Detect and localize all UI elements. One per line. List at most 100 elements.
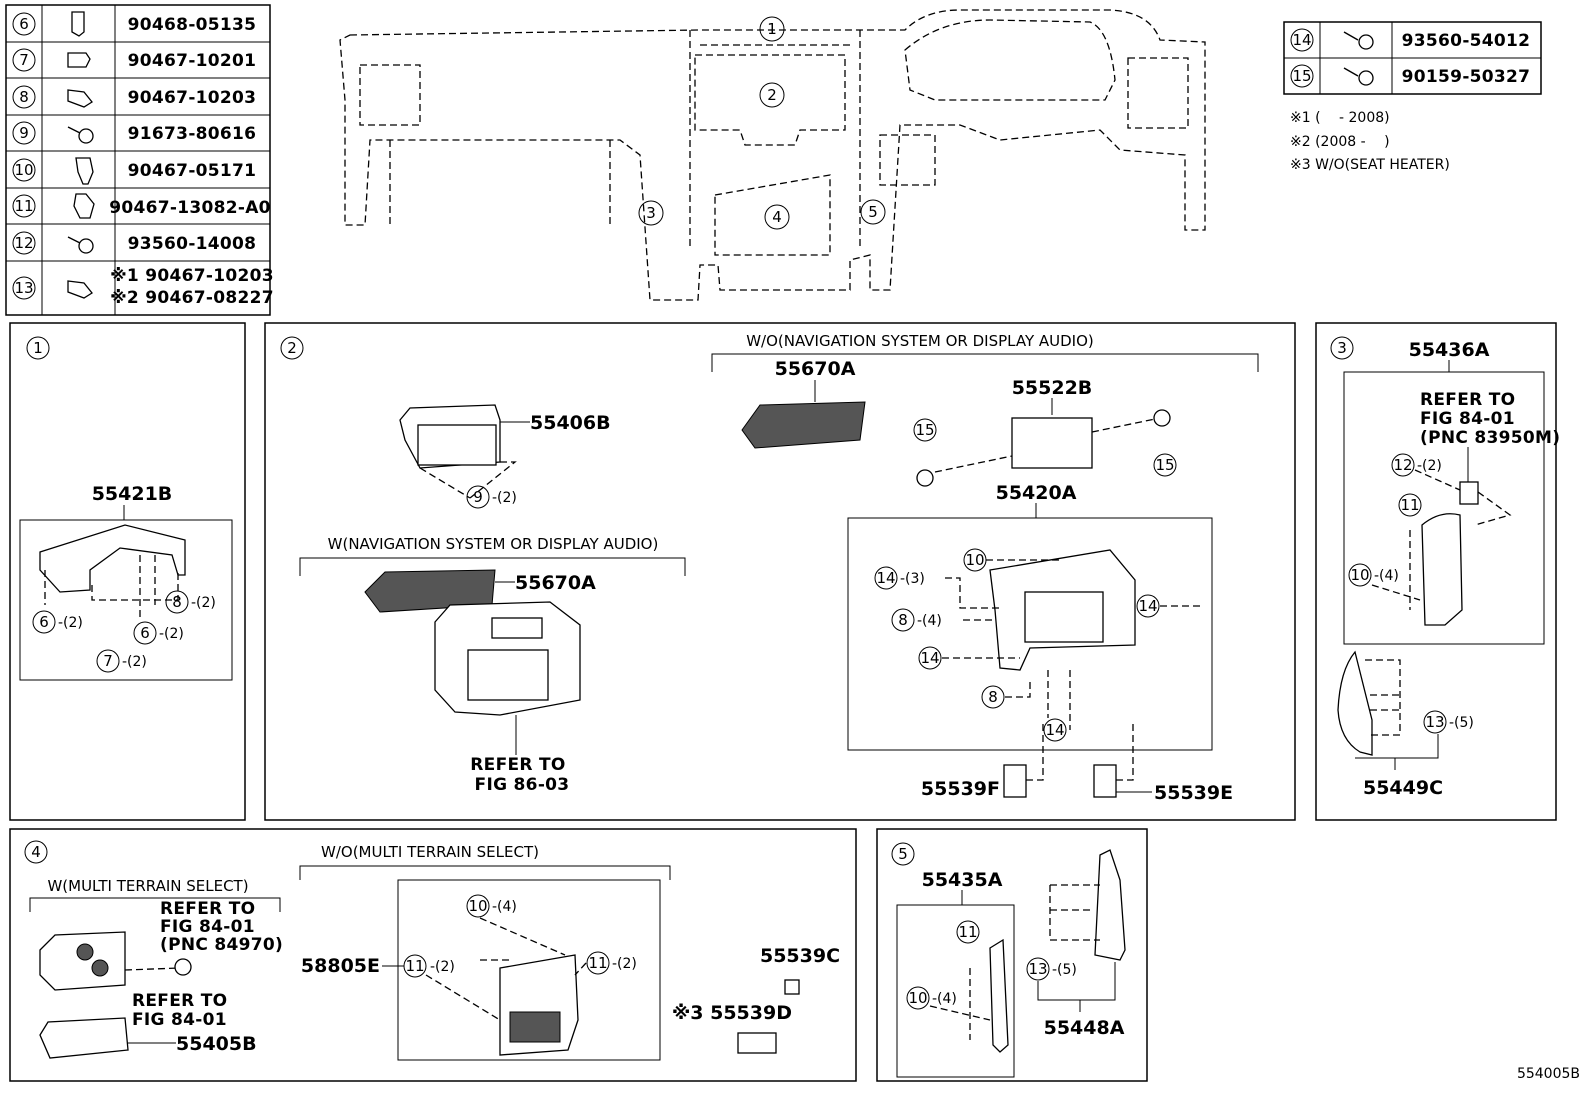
ref-number: 14	[1292, 31, 1311, 49]
svg-text:6: 6	[140, 624, 150, 642]
svg-text:14: 14	[1045, 721, 1064, 739]
center-console-part	[499, 954, 579, 1056]
table-row: 12 93560-14008	[12, 231, 256, 255]
svg-text:-(5): -(5)	[1449, 715, 1474, 731]
fastener-table-left: 6 90468-05135 7 90467-10201 8 90467-1020…	[5, 4, 274, 316]
switch-part	[784, 979, 800, 995]
overview-ref: 5	[868, 203, 878, 221]
part-label: ※3 55539D	[672, 1002, 792, 1024]
refer-note: REFER TO	[132, 991, 227, 1011]
part-label: 55539C	[760, 945, 840, 967]
part-number: 90467-10201	[128, 51, 257, 71]
clip-icon	[67, 280, 93, 299]
part-label: 55420A	[996, 482, 1077, 504]
ref-number: 12	[14, 234, 33, 252]
svg-text:-(4): -(4)	[932, 991, 957, 1007]
clip-icon	[73, 193, 95, 219]
dashboard-overview	[339, 9, 1206, 301]
display-part	[1011, 417, 1093, 469]
part-label: 55448A	[1044, 1017, 1125, 1039]
part-label: 55539F	[921, 778, 1000, 800]
svg-text:-(2): -(2)	[122, 654, 147, 670]
center-cluster-part	[989, 549, 1136, 671]
overview-ref: 2	[767, 86, 777, 104]
table-row: 6 90468-05135	[12, 11, 257, 37]
part-number: ※2 90467-08227	[110, 288, 274, 308]
svg-text:8: 8	[988, 688, 998, 706]
svg-text:9: 9	[473, 488, 483, 506]
ref-number: 11	[14, 197, 33, 215]
part-label: 55670A	[775, 358, 856, 380]
panel-ref: 4	[31, 843, 41, 861]
clip-icon	[71, 11, 85, 37]
refer-note: FIG 84-01	[132, 1010, 227, 1030]
switch-part	[1093, 764, 1117, 798]
svg-text:6: 6	[39, 613, 49, 631]
part-label: 55405B	[176, 1033, 257, 1055]
refer-note: FIG 86-03	[475, 775, 570, 795]
panel-5: 5 55435A 11 10-(4) 13-(5) 55448A	[876, 828, 1148, 1082]
panel-1: 1 55421B 6-(2) 8-(2) 6-(2) 7-(2)	[9, 322, 246, 821]
ref-number: 7	[19, 51, 29, 69]
svg-text:12: 12	[1393, 456, 1412, 474]
svg-text:-(2): -(2)	[430, 959, 455, 975]
svg-text:11: 11	[588, 954, 607, 972]
svg-text:15: 15	[915, 421, 934, 439]
part-number: 90467-10203	[128, 88, 257, 108]
bezel-part	[39, 524, 186, 593]
svg-text:-(4): -(4)	[492, 899, 517, 915]
note-2: ※2 (2008 - )	[1290, 134, 1390, 150]
ref-number: 13	[14, 279, 33, 297]
svg-text:14: 14	[876, 569, 895, 587]
clip-icon	[67, 89, 93, 108]
part-label: 55522B	[1012, 377, 1093, 399]
section-caption: W(MULTI TERRAIN SELECT)	[47, 877, 248, 895]
table-row: 10 90467-05171	[12, 157, 256, 185]
part-label: 55436A	[1409, 339, 1490, 361]
svg-text:13: 13	[1028, 960, 1047, 978]
section-caption: W(NAVIGATION SYSTEM OR DISPLAY AUDIO)	[328, 535, 659, 553]
svg-text:-(2): -(2)	[191, 595, 216, 611]
part-label: 58805E	[301, 955, 380, 977]
section-caption: W/O(MULTI TERRAIN SELECT)	[321, 843, 539, 861]
refer-note: REFER TO	[160, 899, 255, 919]
svg-text:11: 11	[1400, 496, 1419, 514]
svg-text:10: 10	[468, 897, 487, 915]
refer-note: REFER TO	[470, 755, 565, 775]
panel-ref: 3	[1337, 339, 1347, 357]
vent-part	[399, 404, 501, 469]
air-vent-part	[741, 401, 866, 449]
switch-part	[737, 1032, 777, 1054]
overview-ref: 3	[646, 204, 656, 222]
fastener-table-right: 14 93560-54012 15 90159-50327	[1283, 21, 1542, 95]
svg-text:-(2): -(2)	[58, 615, 83, 631]
part-number: 90159-50327	[1402, 67, 1531, 87]
ref-number: 6	[19, 15, 29, 33]
side-trim-part	[989, 938, 1009, 1053]
bolt-icon	[1343, 67, 1374, 86]
part-number: 93560-54012	[1402, 31, 1531, 51]
notes: ※1 ( - 2008) ※2 (2008 - ) ※3 W/O(SEAT HE…	[1290, 110, 1450, 173]
svg-text:-(5): -(5)	[1052, 962, 1077, 978]
svg-text:10: 10	[1350, 566, 1369, 584]
refer-note: FIG 84-01	[1420, 409, 1515, 429]
svg-text:11: 11	[405, 957, 424, 975]
panel-ref: 1	[33, 339, 43, 357]
screw-icon	[67, 126, 94, 144]
refer-note: (PNC 83950M)	[1420, 428, 1560, 448]
table-row: 7 90467-10201	[12, 48, 257, 72]
figure-code: 554005B	[1517, 1066, 1580, 1082]
part-label: 55670A	[515, 572, 596, 594]
trim-panel-part	[1421, 513, 1463, 626]
svg-text:-(2): -(2)	[612, 956, 637, 972]
bolt-icon	[1343, 31, 1374, 50]
part-number: 90468-05135	[128, 15, 257, 35]
panel-2: 2 W/O(NAVIGATION SYSTEM OR DISPLAY AUDIO…	[264, 322, 1296, 821]
terrain-switch-part	[39, 931, 126, 991]
table-row: 11 90467-13082-A0	[12, 193, 270, 219]
svg-text:14: 14	[1138, 597, 1157, 615]
ref-number: 15	[1292, 67, 1311, 85]
air-vent-part	[364, 569, 496, 613]
overview-ref: 4	[772, 208, 782, 226]
